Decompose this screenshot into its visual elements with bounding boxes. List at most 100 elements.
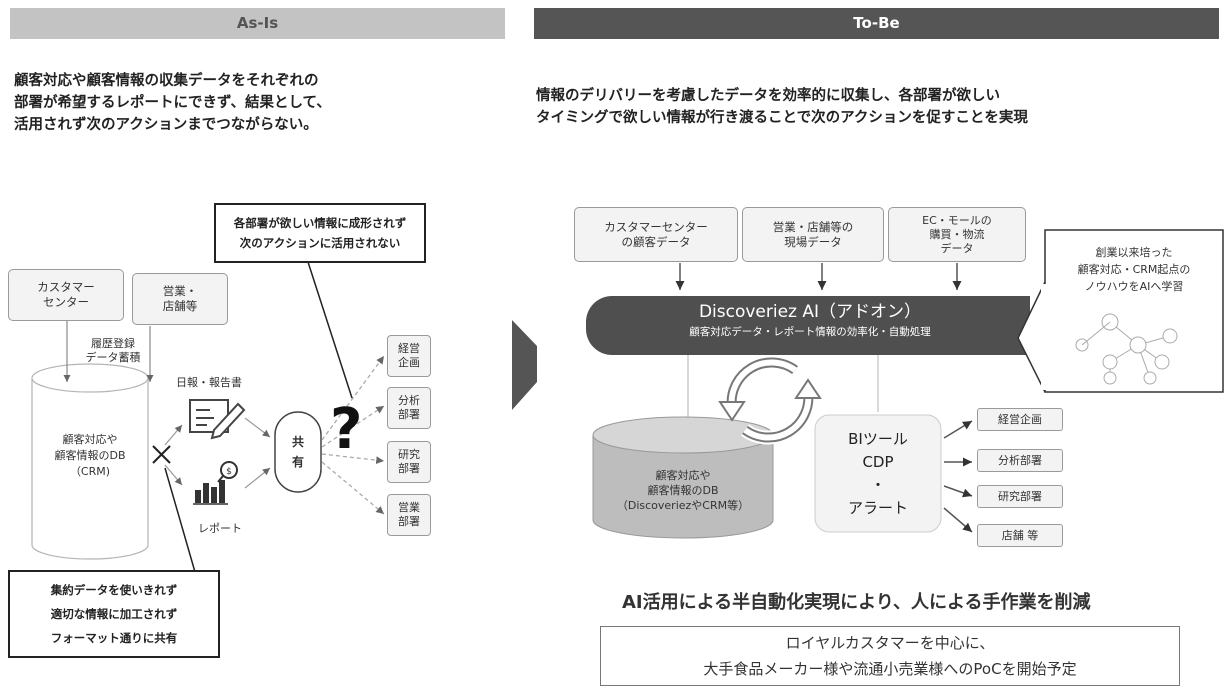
transition-chevron-icon [512, 320, 537, 410]
as-is-description-line: 顧客対応や顧客情報の収集データをそれぞれの [14, 73, 319, 89]
dashed-arrows [321, 355, 385, 515]
box-line: 現場データ [784, 234, 842, 249]
knowhow-box [1044, 229, 1224, 393]
poc-box: ロイヤルカスタマーを中心に、 大手食品メーカー様や流通小売業様へのPoCを開始予… [600, 626, 1180, 686]
flow-arrow [164, 464, 183, 486]
box-line: EC・モールの [922, 213, 992, 227]
summary-text: AI活用による半自動化実現により、人による手作業を削減 [622, 592, 1091, 613]
box-line: カスタマー [37, 280, 95, 294]
report-label: レポート [198, 522, 242, 535]
bi-tools-box [814, 414, 942, 533]
box-line: 営業・ [162, 284, 198, 298]
callout-leader [307, 261, 353, 399]
box-line: 店舗等 [162, 299, 198, 313]
to-be-description-line: 情報のデリバリーを考慮したデータを効率的に収集し、各部署が欲しい [536, 88, 1000, 104]
label-line: 有 [291, 455, 304, 469]
as-is-description-line: 活用されず次のアクションまでつながらない。 [14, 117, 318, 133]
dept-line: 部署 [398, 515, 420, 528]
callout-line: フォーマット通りに共有 [50, 631, 178, 645]
dept-line: 部署 [398, 462, 420, 475]
label-line: 顧客対応や [62, 433, 118, 446]
callout-line: 集約データを使いきれず [50, 583, 178, 597]
as-is-description-line: 部署が希望するレポートにできず、結果として、 [14, 95, 331, 111]
label-line: アラート [847, 499, 908, 517]
as-is-source-sales-stores: 営業・ 店舗等 [132, 273, 228, 325]
question-mark-icon: ? [330, 397, 363, 462]
as-is-source-customer-center: カスタマー センター [8, 269, 124, 321]
label-line: 共 [291, 435, 304, 449]
to-be-description-line: タイミングで欲しい情報が行き渡ることで次のアクションを促すことを実現 [536, 110, 1028, 126]
bi-dept-arrows [943, 420, 973, 533]
cross-mark-icon [152, 445, 171, 464]
box-line: データ [940, 241, 974, 255]
label-line: ・ [870, 476, 886, 494]
knowhow-text: 創業以来培った 顧客対応・CRM起点の ノウハウをAIへ学習 [1045, 244, 1223, 295]
history-label: 履歴登録 データ蓄積 [68, 337, 158, 365]
to-be-dept-research: 研究部署 [977, 485, 1063, 508]
dept-line: 経営 [398, 342, 420, 355]
share-label: 共 有 [275, 432, 321, 472]
flow-arrow [244, 417, 271, 438]
callout-leader [164, 467, 196, 573]
ai-bar-text: Discoveriez AI（アドオン） 顧客対応データ・レポート情報の効率化・… [590, 300, 1030, 340]
dept-line: 研究 [398, 448, 420, 461]
report-chart-icon: $ [193, 461, 238, 505]
to-be-db-label: 顧客対応や 顧客情報のDB （DiscoveriezやCRM等） [593, 468, 773, 513]
cycle-arrows-icon [718, 355, 822, 445]
as-is-callout-top: 各部署が欲しい情報に成形されず 次のアクションに活用されない [214, 203, 426, 263]
as-is-db-cylinder [31, 363, 149, 560]
as-is-description: 顧客対応や顧客情報の収集データをそれぞれの 部署が希望するレポートにできず、結果… [14, 70, 331, 136]
flow-arrow [244, 467, 271, 489]
box-line: 営業・店舗等の [772, 219, 854, 234]
daily-report-label: 日報・報告書 [176, 376, 242, 389]
as-is-dept-research: 研究 部署 [387, 441, 431, 483]
label-line: BIツール [848, 430, 908, 448]
network-graph-icon [1075, 313, 1178, 385]
flow-arrow [164, 424, 183, 446]
to-be-description: 情報のデリバリーを考慮したデータを効率的に収集し、各部署が欲しい タイミングで欲… [536, 85, 1028, 129]
label-line: 顧客対応や [655, 469, 711, 482]
as-is-dept-management: 経営 企画 [387, 335, 431, 377]
label-line: 顧客対応・CRM起点の [1077, 263, 1191, 276]
ai-subtitle: 顧客対応データ・レポート情報の効率化・自動処理 [689, 326, 931, 338]
label-line: CDP [862, 453, 894, 471]
as-is-db-label: 顧客対応や 顧客情報のDB （CRM) [32, 432, 148, 480]
dept-line: 部署 [398, 408, 420, 421]
poc-line: ロイヤルカスタマーを中心に、 [785, 634, 995, 652]
to-be-db-cylinder [592, 416, 774, 539]
as-is-callout-bottom: 集約データを使いきれず 適切な情報に加工されず フォーマット通りに共有 [8, 570, 220, 658]
to-be-dept-stores: 店舗 等 [977, 524, 1063, 547]
callout-line: 各部署が欲しい情報に成形されず [233, 216, 407, 230]
dept-line: 営業 [398, 501, 420, 514]
label-line: 顧客情報のDB [647, 484, 719, 497]
dept-line: 企画 [398, 356, 420, 369]
svg-text:$: $ [226, 467, 232, 477]
as-is-header: As-Is [10, 8, 505, 39]
callout-line: 適切な情報に加工されず [50, 607, 178, 621]
label-line: 履歴登録 [91, 337, 135, 350]
label-line: 創業以来培った [1095, 246, 1173, 259]
poc-line: 大手食品メーカー様や流通小売業様へのPoCを開始予定 [703, 660, 1077, 678]
share-pill [274, 411, 322, 493]
label-line: 顧客情報のDB [54, 449, 126, 462]
label-line: データ蓄積 [85, 351, 141, 364]
box-line: の顧客データ [621, 234, 691, 249]
callout-line: 次のアクションに活用されない [239, 236, 401, 250]
box-line: センター [43, 295, 89, 309]
as-is-dept-analysis: 分析 部署 [387, 387, 431, 429]
bi-tools-label: BIツール CDP ・ アラート [815, 428, 941, 520]
ai-bar [586, 296, 1048, 355]
to-be-header: To-Be [534, 8, 1219, 39]
label-line: （DiscoveriezやCRM等） [616, 499, 750, 512]
box-line: カスタマーセンター [604, 219, 708, 234]
label-line: ノウハウをAIへ学習 [1084, 280, 1184, 293]
as-is-dept-sales: 営業 部署 [387, 494, 431, 536]
to-be-source-ec-mall: EC・モールの 購買・物流 データ [888, 207, 1026, 262]
ai-title: Discoveriez AI（アドオン） [698, 302, 922, 322]
dept-line: 分析 [398, 394, 420, 407]
box-line: 購買・物流 [929, 227, 985, 241]
to-be-dept-analysis: 分析部署 [977, 449, 1063, 472]
document-pen-icon [189, 399, 246, 440]
to-be-dept-management: 経営企画 [977, 408, 1063, 431]
